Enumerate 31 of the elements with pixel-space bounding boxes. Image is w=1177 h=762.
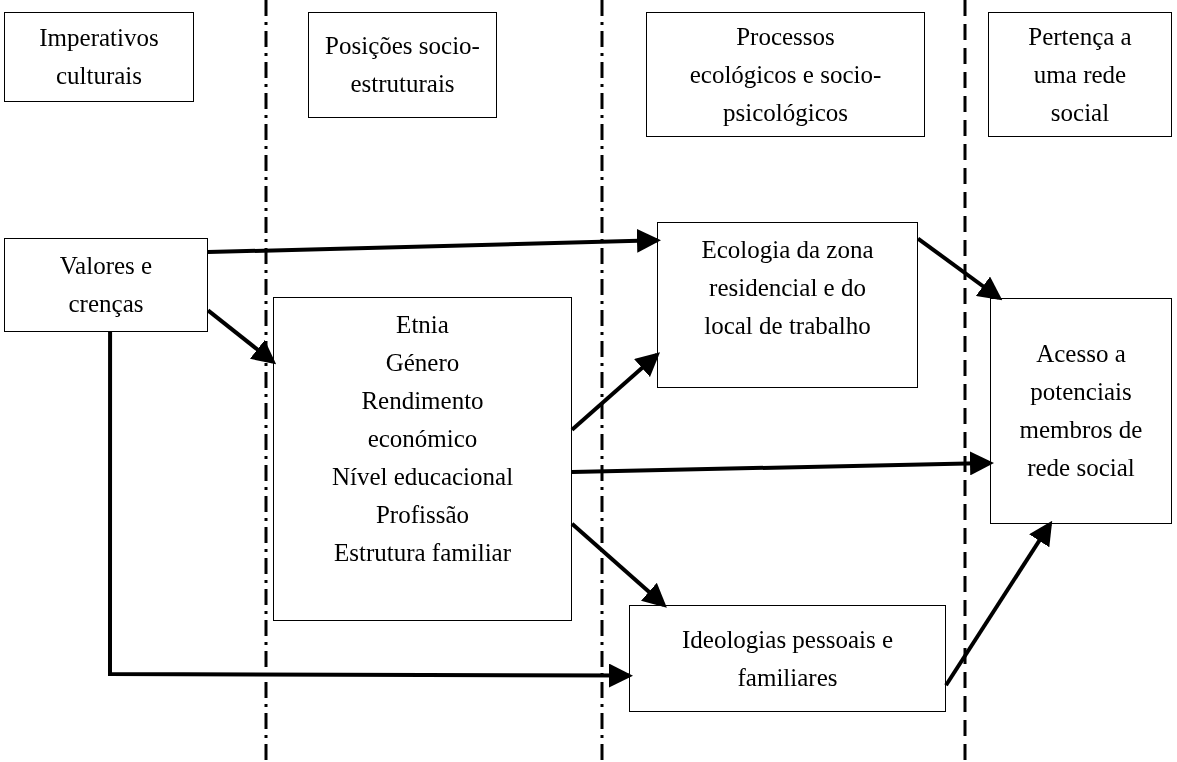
arrow <box>570 352 660 432</box>
text-box <box>629 605 946 712</box>
box-label: Processos ecológicos e socio-psicológicos <box>688 21 883 128</box>
text-box <box>646 12 925 137</box>
text-box <box>988 12 1172 137</box>
arrow <box>571 451 994 476</box>
arrow <box>108 332 633 688</box>
box-label: Estrutura familiar <box>334 538 511 568</box>
text-box <box>308 12 497 118</box>
box-label: Pertença a uma rede social <box>1027 21 1133 128</box>
text-box <box>273 297 572 621</box>
text-box <box>657 222 918 388</box>
text-box <box>990 298 1172 524</box>
arrow <box>206 308 277 365</box>
box-label: Rendimento económico <box>360 386 485 454</box>
box-label: Etnia <box>396 310 449 340</box>
arrow <box>207 228 661 255</box>
arrow <box>916 237 1003 301</box>
box-label: Imperativos culturais <box>38 23 160 91</box>
box-label: Género <box>385 348 460 378</box>
box-label: Valores e crenças <box>58 251 154 319</box>
box-label: Ecologia da zona residencial e do local de trabalho <box>700 235 875 341</box>
box-label: Ideologias pessoais e familiares <box>680 624 895 693</box>
text-box <box>4 238 208 332</box>
box-label: Nível educacional <box>331 462 514 492</box>
arrow <box>944 520 1053 687</box>
box-label: Posições socio-estruturais <box>324 31 481 99</box>
box-label: Acesso a potenciais membros de rede social <box>1018 339 1144 483</box>
box-label: Profissão <box>375 500 470 530</box>
text-box <box>4 12 194 102</box>
arrow <box>570 522 667 608</box>
